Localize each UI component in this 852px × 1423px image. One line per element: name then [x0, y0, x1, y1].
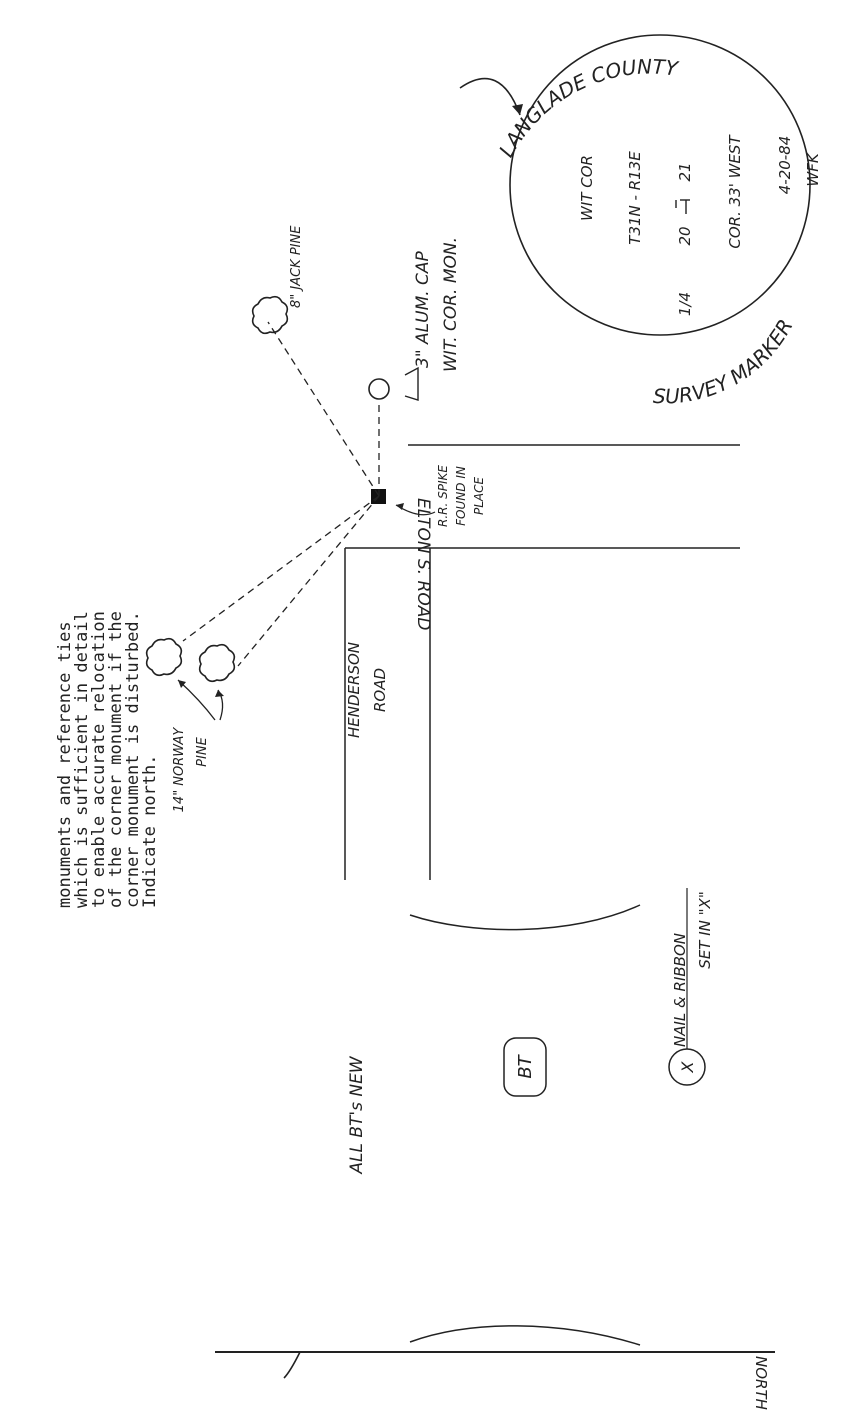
- henderson-road: HENDERSON ROAD: [344, 548, 431, 880]
- nail-label-1: NAIL & RIBBON: [671, 933, 689, 1047]
- reference-ties: [182, 321, 380, 667]
- stamp-line-3-mid-left: 20: [676, 226, 694, 245]
- instruction-line: which is sufficient in detail: [72, 611, 92, 908]
- stamp-circle: [509, 34, 811, 336]
- spike-label-3: PLACE: [472, 477, 486, 516]
- henderson-label-1: HENDERSON: [345, 642, 363, 738]
- elton-road-label: ELTON S. ROAD: [413, 498, 433, 630]
- stamp-line-5: 4-20-84: [776, 136, 794, 195]
- north-arrow: NORTH: [215, 1351, 775, 1410]
- spike-marker: R.R. SPIKE FOUND IN PLACE: [371, 465, 486, 527]
- instruction-line: of the corner monument if the: [106, 611, 126, 908]
- cap-circle-icon: [368, 378, 390, 400]
- stamp-line-3-mid-right: 21: [676, 162, 694, 181]
- drive-area: BT X NAIL & RIBBON SET IN "X" ALL BT's N…: [347, 888, 714, 1346]
- instruction-line: Indicate north.: [140, 754, 160, 908]
- norway-pine-label-1: 14" NORWAY: [172, 727, 187, 813]
- alum-cap-label-1: 3" ALUM. CAP: [413, 250, 433, 368]
- x-label: X: [678, 1060, 697, 1073]
- alum-cap-label-2: WIT. COR. MON.: [441, 237, 461, 372]
- jack-pine: 8" JACK PINE: [251, 225, 304, 335]
- norway-pines: 14" NORWAY PINE: [145, 637, 236, 813]
- alum-cap: 3" ALUM. CAP WIT. COR. MON.: [368, 77, 523, 401]
- norway-pine-label-2: PINE: [195, 736, 210, 766]
- tree-icon: [198, 643, 236, 683]
- all-bts-label: ALL BT's NEW: [347, 1055, 367, 1174]
- henderson-label-2: ROAD: [371, 668, 389, 712]
- jack-pine-label: 8" JACK PINE: [289, 225, 304, 308]
- cap-stamp: LANGLADE COUNTY SURVEY MARKER WIT COR T3…: [494, 34, 822, 409]
- bt-box: [503, 1037, 547, 1097]
- stamp-line-2: T31N - R13E: [626, 151, 644, 245]
- tree-icon: [251, 295, 289, 335]
- stamp-line-3-left: 1/4: [676, 292, 694, 316]
- elton-road: ELTON S. ROAD: [345, 444, 740, 630]
- bt-label: BT: [515, 1053, 536, 1078]
- north-label: NORTH: [752, 1356, 770, 1410]
- stamp-line-4: COR. 33' WEST: [726, 134, 744, 249]
- stamp-arc-bottom: SURVEY MARKER: [653, 315, 798, 409]
- spike-label-1: R.R. SPIKE: [436, 465, 450, 527]
- stamp-line-6: WFK: [804, 152, 822, 186]
- instruction-line: to enable accurate relocation: [89, 611, 109, 908]
- stamp-line-1: WIT COR: [578, 155, 596, 221]
- instructions-block: monuments and reference ties which is su…: [55, 611, 160, 908]
- instruction-line: corner monument is disturbed.: [123, 611, 143, 908]
- tree-icon: [145, 637, 183, 677]
- instruction-line: monuments and reference ties: [55, 621, 75, 908]
- spike-label-2: FOUND IN: [454, 466, 468, 526]
- nail-label-2: SET IN "X": [696, 891, 714, 968]
- stamp-arc-top: LANGLADE COUNTY: [494, 54, 681, 161]
